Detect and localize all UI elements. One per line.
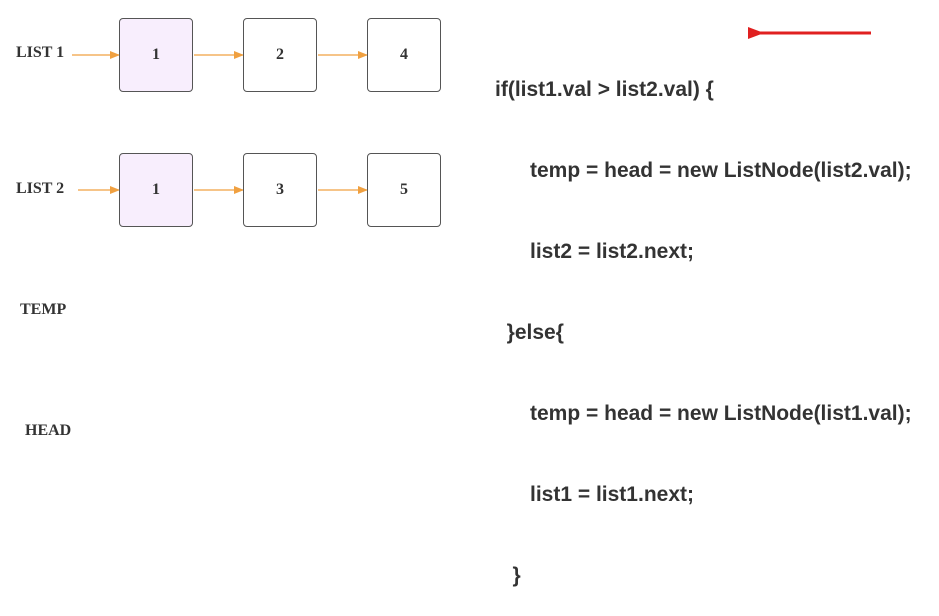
list1-node: 4 <box>367 18 441 92</box>
code-line: temp = head = new ListNode(list1.val); <box>495 402 912 425</box>
list2-label: LIST 2 <box>16 180 65 197</box>
list2-node: 5 <box>367 153 441 227</box>
list1-node: 1 <box>119 18 193 92</box>
code-line: if(list1.val > list2.val) { <box>495 78 714 101</box>
head-label: HEAD <box>25 422 72 439</box>
code-snippet: if(list1.val > list2.val) { temp = head … <box>495 22 912 616</box>
code-line: } <box>495 564 521 587</box>
code-line: temp = head = new ListNode(list2.val); <box>495 159 912 182</box>
temp-label: TEMP <box>20 301 67 318</box>
code-line: list2 = list2.next; <box>495 240 694 263</box>
list1-label: LIST 1 <box>16 44 65 61</box>
arrow-layer <box>72 27 871 194</box>
code-line: }else{ <box>495 321 564 344</box>
list2-node: 3 <box>243 153 317 227</box>
list1-node: 2 <box>243 18 317 92</box>
list2-node: 1 <box>119 153 193 227</box>
code-line: list1 = list1.next; <box>495 483 694 506</box>
